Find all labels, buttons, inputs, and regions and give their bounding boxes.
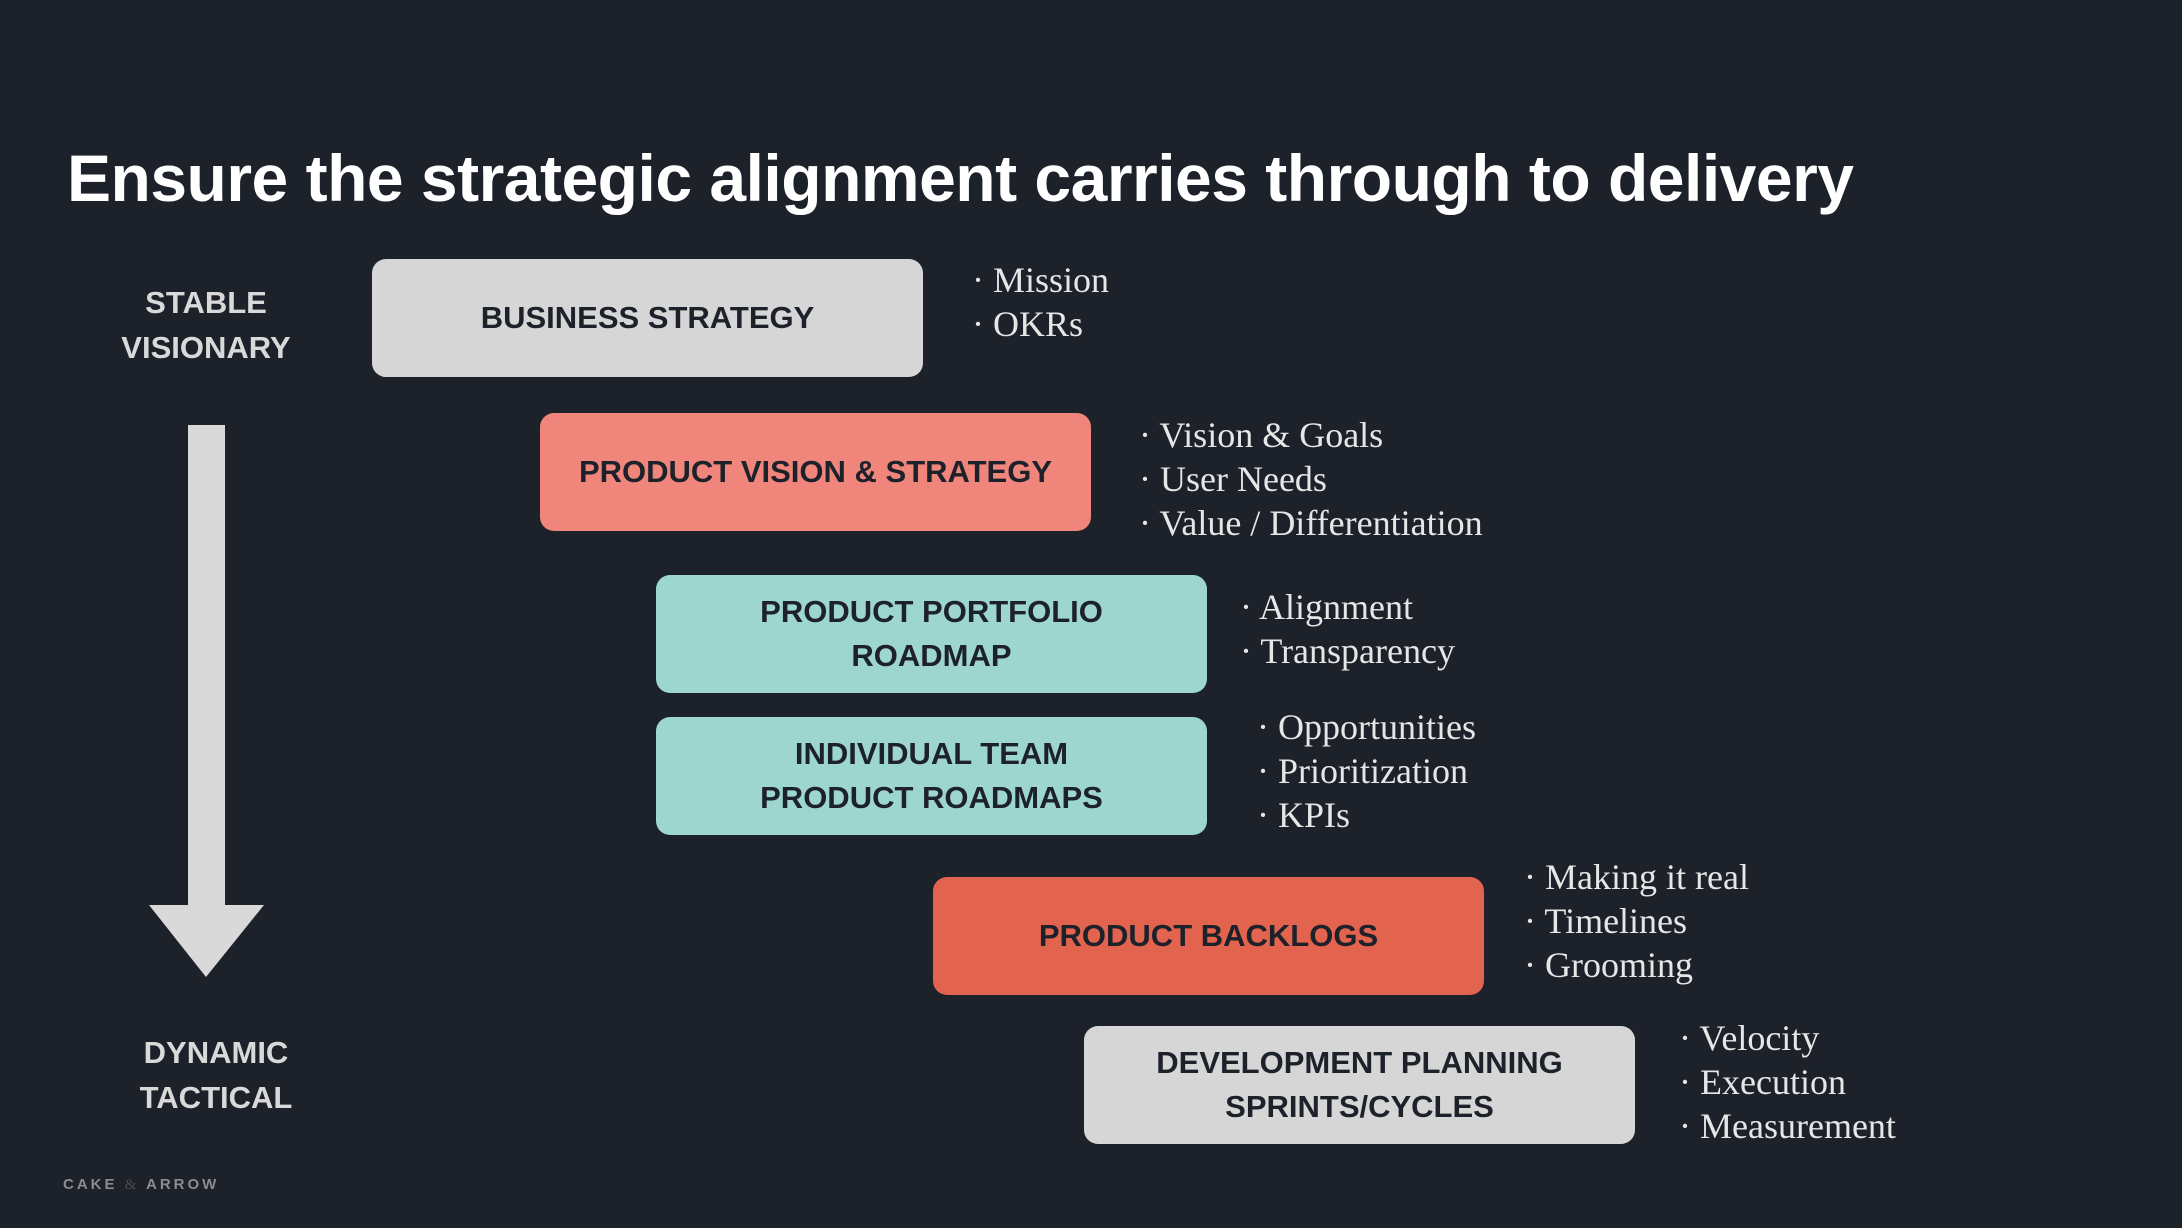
bullet-item: Grooming (1524, 943, 1749, 987)
bullet-item: Alignment (1240, 585, 1455, 629)
level-label: INDIVIDUAL TEAM (794, 736, 1069, 771)
bullet-list: OpportunitiesPrioritizationKPIs (1257, 705, 1476, 837)
bullet-item: Mission (972, 258, 1109, 302)
bullet-item: Value / Differentiation (1139, 501, 1482, 545)
level-box: PRODUCT PORTFOLIO ROADMAP (656, 575, 1207, 693)
level-label: BUSINESS STRATEGY (480, 300, 815, 335)
label-line: VISIONARY (121, 330, 291, 365)
bullet-item: Measurement (1679, 1104, 1896, 1148)
level-label: PRODUCT BACKLOGS (1038, 918, 1379, 953)
level-box: BUSINESS STRATEGY (372, 259, 923, 377)
bullet-list: MissionOKRs (972, 258, 1109, 346)
bullet-item: Opportunities (1257, 705, 1476, 749)
level-box: DEVELOPMENT PLANNING SPRINTS/CYCLES (1084, 1026, 1635, 1144)
bullet-item: Prioritization (1257, 749, 1476, 793)
bullet-item: Transparency (1240, 629, 1455, 673)
level-label: PRODUCT PORTFOLIO (760, 594, 1103, 629)
bullet-item: User Needs (1139, 457, 1483, 501)
down-arrow-icon (149, 425, 264, 977)
bullet-list: AlignmentTransparency (1240, 585, 1455, 673)
cake-arrow-logo: CAKE & ARROW (63, 1176, 220, 1193)
level-box: PRODUCT VISION & STRATEGY (540, 413, 1091, 531)
label-line: STABLE (145, 285, 267, 320)
level-label: DEVELOPMENT PLANNING (1156, 1045, 1563, 1080)
bullet-item: KPIs (1257, 793, 1476, 837)
level-label: PRODUCT VISION & STRATEGY (578, 454, 1053, 489)
bullet-item: OKRs (972, 302, 1109, 346)
label-line: DYNAMIC (143, 1035, 289, 1070)
bullet-list: VelocityExecutionMeasurement (1679, 1016, 1896, 1148)
dynamic-tactical-label: DYNAMIC TACTICAL (96, 1030, 336, 1120)
bullet-item: Execution (1679, 1060, 1896, 1104)
stable-visionary-label: STABLE VISIONARY (86, 280, 326, 370)
bullet-list: Making it realTimelinesGrooming (1524, 855, 1749, 987)
level-box: PRODUCT BACKLOGS (933, 877, 1484, 995)
level-label: PRODUCT ROADMAPS (760, 780, 1103, 815)
slide-title: Ensure the strategic alignment carries t… (67, 141, 1854, 215)
bullet-list: Vision & GoalsUser NeedsValue / Differen… (1139, 413, 1483, 545)
level-box: INDIVIDUAL TEAM PRODUCT ROADMAPS (656, 717, 1207, 835)
level-label: ROADMAP (851, 638, 1012, 673)
bullet-item: Timelines (1524, 899, 1749, 943)
label-line: TACTICAL (139, 1080, 293, 1115)
level-label: SPRINTS/CYCLES (1225, 1089, 1494, 1124)
bullet-item: Velocity (1679, 1016, 1896, 1060)
bullet-item: Making it real (1524, 855, 1749, 899)
bullet-item: Vision & Goals (1139, 413, 1483, 457)
